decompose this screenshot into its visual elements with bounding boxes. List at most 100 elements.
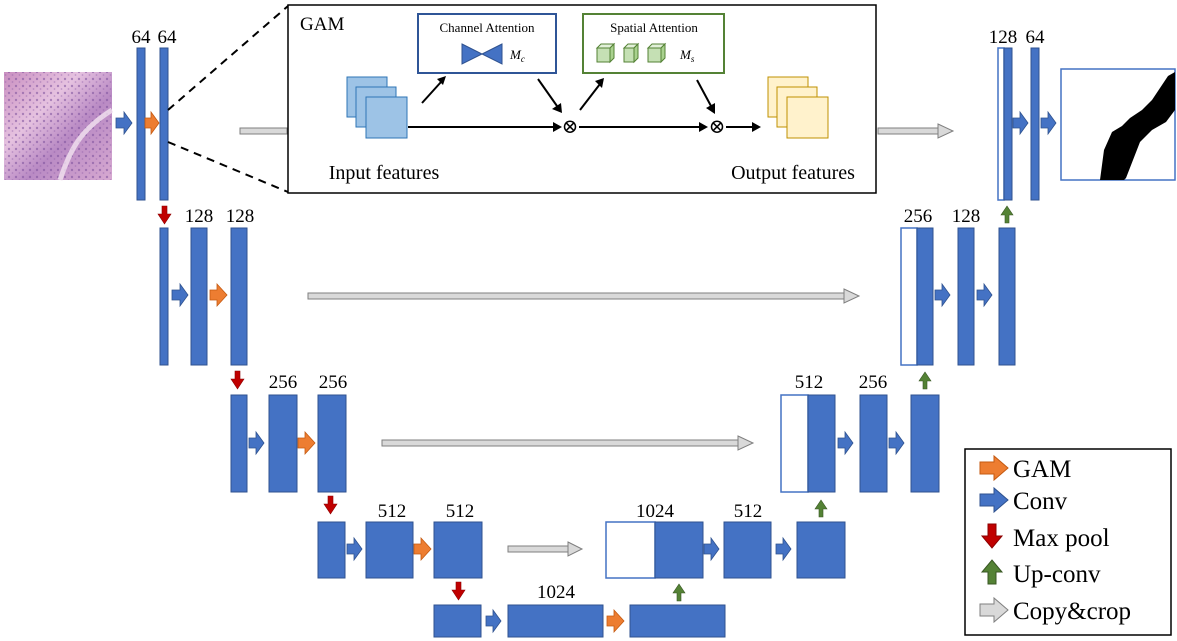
- feature-map-block: [507, 604, 604, 638]
- input-image: [4, 72, 114, 181]
- conv-arrow: [248, 430, 265, 456]
- copy-crop-arrow: [381, 435, 755, 451]
- feature-map-block: [159, 227, 169, 366]
- gam-arrow: [144, 110, 160, 136]
- channel-label: 512: [795, 372, 824, 393]
- maxpool-arrow: [230, 370, 245, 390]
- maxpool-arrow: [451, 581, 466, 601]
- feature-map-block: [629, 604, 726, 638]
- decoder-level1: 128 64: [989, 27, 1046, 201]
- encoder-level2: 128 128: [159, 206, 255, 366]
- feature-map-block: [317, 394, 347, 493]
- feature-map-block: [723, 521, 772, 579]
- feature-map-block: [796, 521, 846, 579]
- encoder-level4: 512 512: [317, 501, 483, 579]
- channel-label: 1024: [636, 501, 675, 522]
- channel-attention-box: Channel Attention Mc: [417, 13, 557, 74]
- conv-arrow: [115, 110, 133, 136]
- maxpool-arrow: [323, 495, 338, 515]
- red-down-arrow-icon: [980, 523, 1004, 549]
- feature-map-block: [433, 604, 482, 638]
- conv-arrow: [703, 536, 720, 562]
- legend-item-maxpool: Max pool: [980, 523, 1110, 552]
- zoom-lines: [167, 5, 289, 193]
- gam-title: GAM: [300, 14, 344, 35]
- legend-label: Conv: [1013, 488, 1068, 515]
- output-features-label: Output features: [731, 162, 855, 184]
- feature-map-block: [957, 227, 975, 366]
- legend-item-copycrop: Copy&crop: [979, 596, 1131, 625]
- channel-label: 256: [319, 372, 348, 393]
- spatial-attention-title: Spatial Attention: [610, 20, 698, 35]
- output-mask: [1060, 68, 1176, 181]
- output-features-icon: [767, 76, 829, 139]
- feature-map-block: [230, 227, 248, 366]
- channel-label: 128: [952, 206, 981, 227]
- feature-map-block: [159, 47, 169, 201]
- gam-arrow: [606, 608, 625, 634]
- gam-arrows: [144, 110, 625, 634]
- channel-label: 128: [185, 206, 214, 227]
- channel-label: 64: [158, 27, 178, 48]
- bowtie-icon: [461, 43, 484, 65]
- channel-label: 512: [734, 501, 763, 522]
- channel-label: 512: [446, 501, 475, 522]
- copy-crop-arrow: [239, 123, 955, 139]
- orange-right-arrow-icon: [979, 454, 1009, 482]
- bowtie-icon: [480, 43, 503, 65]
- feature-map-block: [654, 521, 704, 579]
- legend-item-conv: Conv: [979, 486, 1068, 515]
- feature-map-block: [998, 227, 1016, 366]
- feature-map-block: [1030, 47, 1040, 201]
- conv-arrow: [485, 608, 502, 634]
- channel-label: 128: [226, 206, 255, 227]
- conv-arrow: [346, 536, 363, 562]
- upconv-arrow: [1000, 205, 1014, 224]
- spatial-attention-box: Spatial Attention Ms: [582, 13, 725, 74]
- multiply-icon: ⊗: [709, 116, 726, 138]
- conv-arrow: [775, 536, 792, 562]
- copy-crop-arrow: [507, 541, 584, 557]
- copy-crop-arrow: [307, 288, 861, 304]
- feature-map-block: [365, 521, 414, 579]
- conv-arrow: [837, 430, 854, 456]
- decoder-level4: 1024 512: [605, 501, 846, 579]
- copied-feature-block: [780, 394, 809, 493]
- gam-arrow: [209, 282, 228, 308]
- conv-arrow: [934, 282, 951, 308]
- maxpool-arrows: [157, 205, 466, 601]
- copy-crop-arrows: [239, 123, 955, 557]
- channel-label: 256: [859, 372, 888, 393]
- bottleneck: 1024: [433, 582, 726, 638]
- copied-feature-block: [997, 47, 1005, 201]
- channel-label: 256: [269, 372, 298, 393]
- cube-icon: [646, 42, 667, 64]
- encoder-level3: 256 256: [230, 372, 348, 493]
- feature-map-block: [433, 521, 483, 579]
- cube-icon: [622, 42, 640, 64]
- green-up-arrow-icon: [980, 559, 1004, 585]
- conv-arrow: [976, 282, 993, 308]
- input-features-label: Input features: [329, 162, 440, 184]
- conv-arrow: [888, 430, 905, 456]
- legend: GAM Conv Max pool Up-conv Copy&crop: [964, 448, 1172, 636]
- legend-label: Max pool: [1013, 525, 1110, 552]
- legend-label: Copy&crop: [1013, 598, 1131, 625]
- feature-map-block: [910, 394, 940, 493]
- channel-label: 1024: [537, 582, 576, 603]
- maxpool-arrow: [157, 205, 172, 225]
- channel-label: 64: [1026, 27, 1046, 48]
- conv-arrow: [171, 282, 189, 308]
- copied-feature-block: [900, 227, 918, 366]
- channel-label: 128: [989, 27, 1018, 48]
- gam-arrow: [413, 536, 432, 562]
- upconv-arrow: [814, 499, 828, 518]
- feature-map-block: [268, 394, 298, 493]
- legend-item-gam: GAM: [979, 454, 1071, 483]
- feature-map-block: [807, 394, 836, 493]
- channel-label: 256: [904, 206, 933, 227]
- feature-map-block: [317, 521, 346, 579]
- feature-map-block: [230, 394, 248, 493]
- conv-arrow: [1012, 110, 1029, 136]
